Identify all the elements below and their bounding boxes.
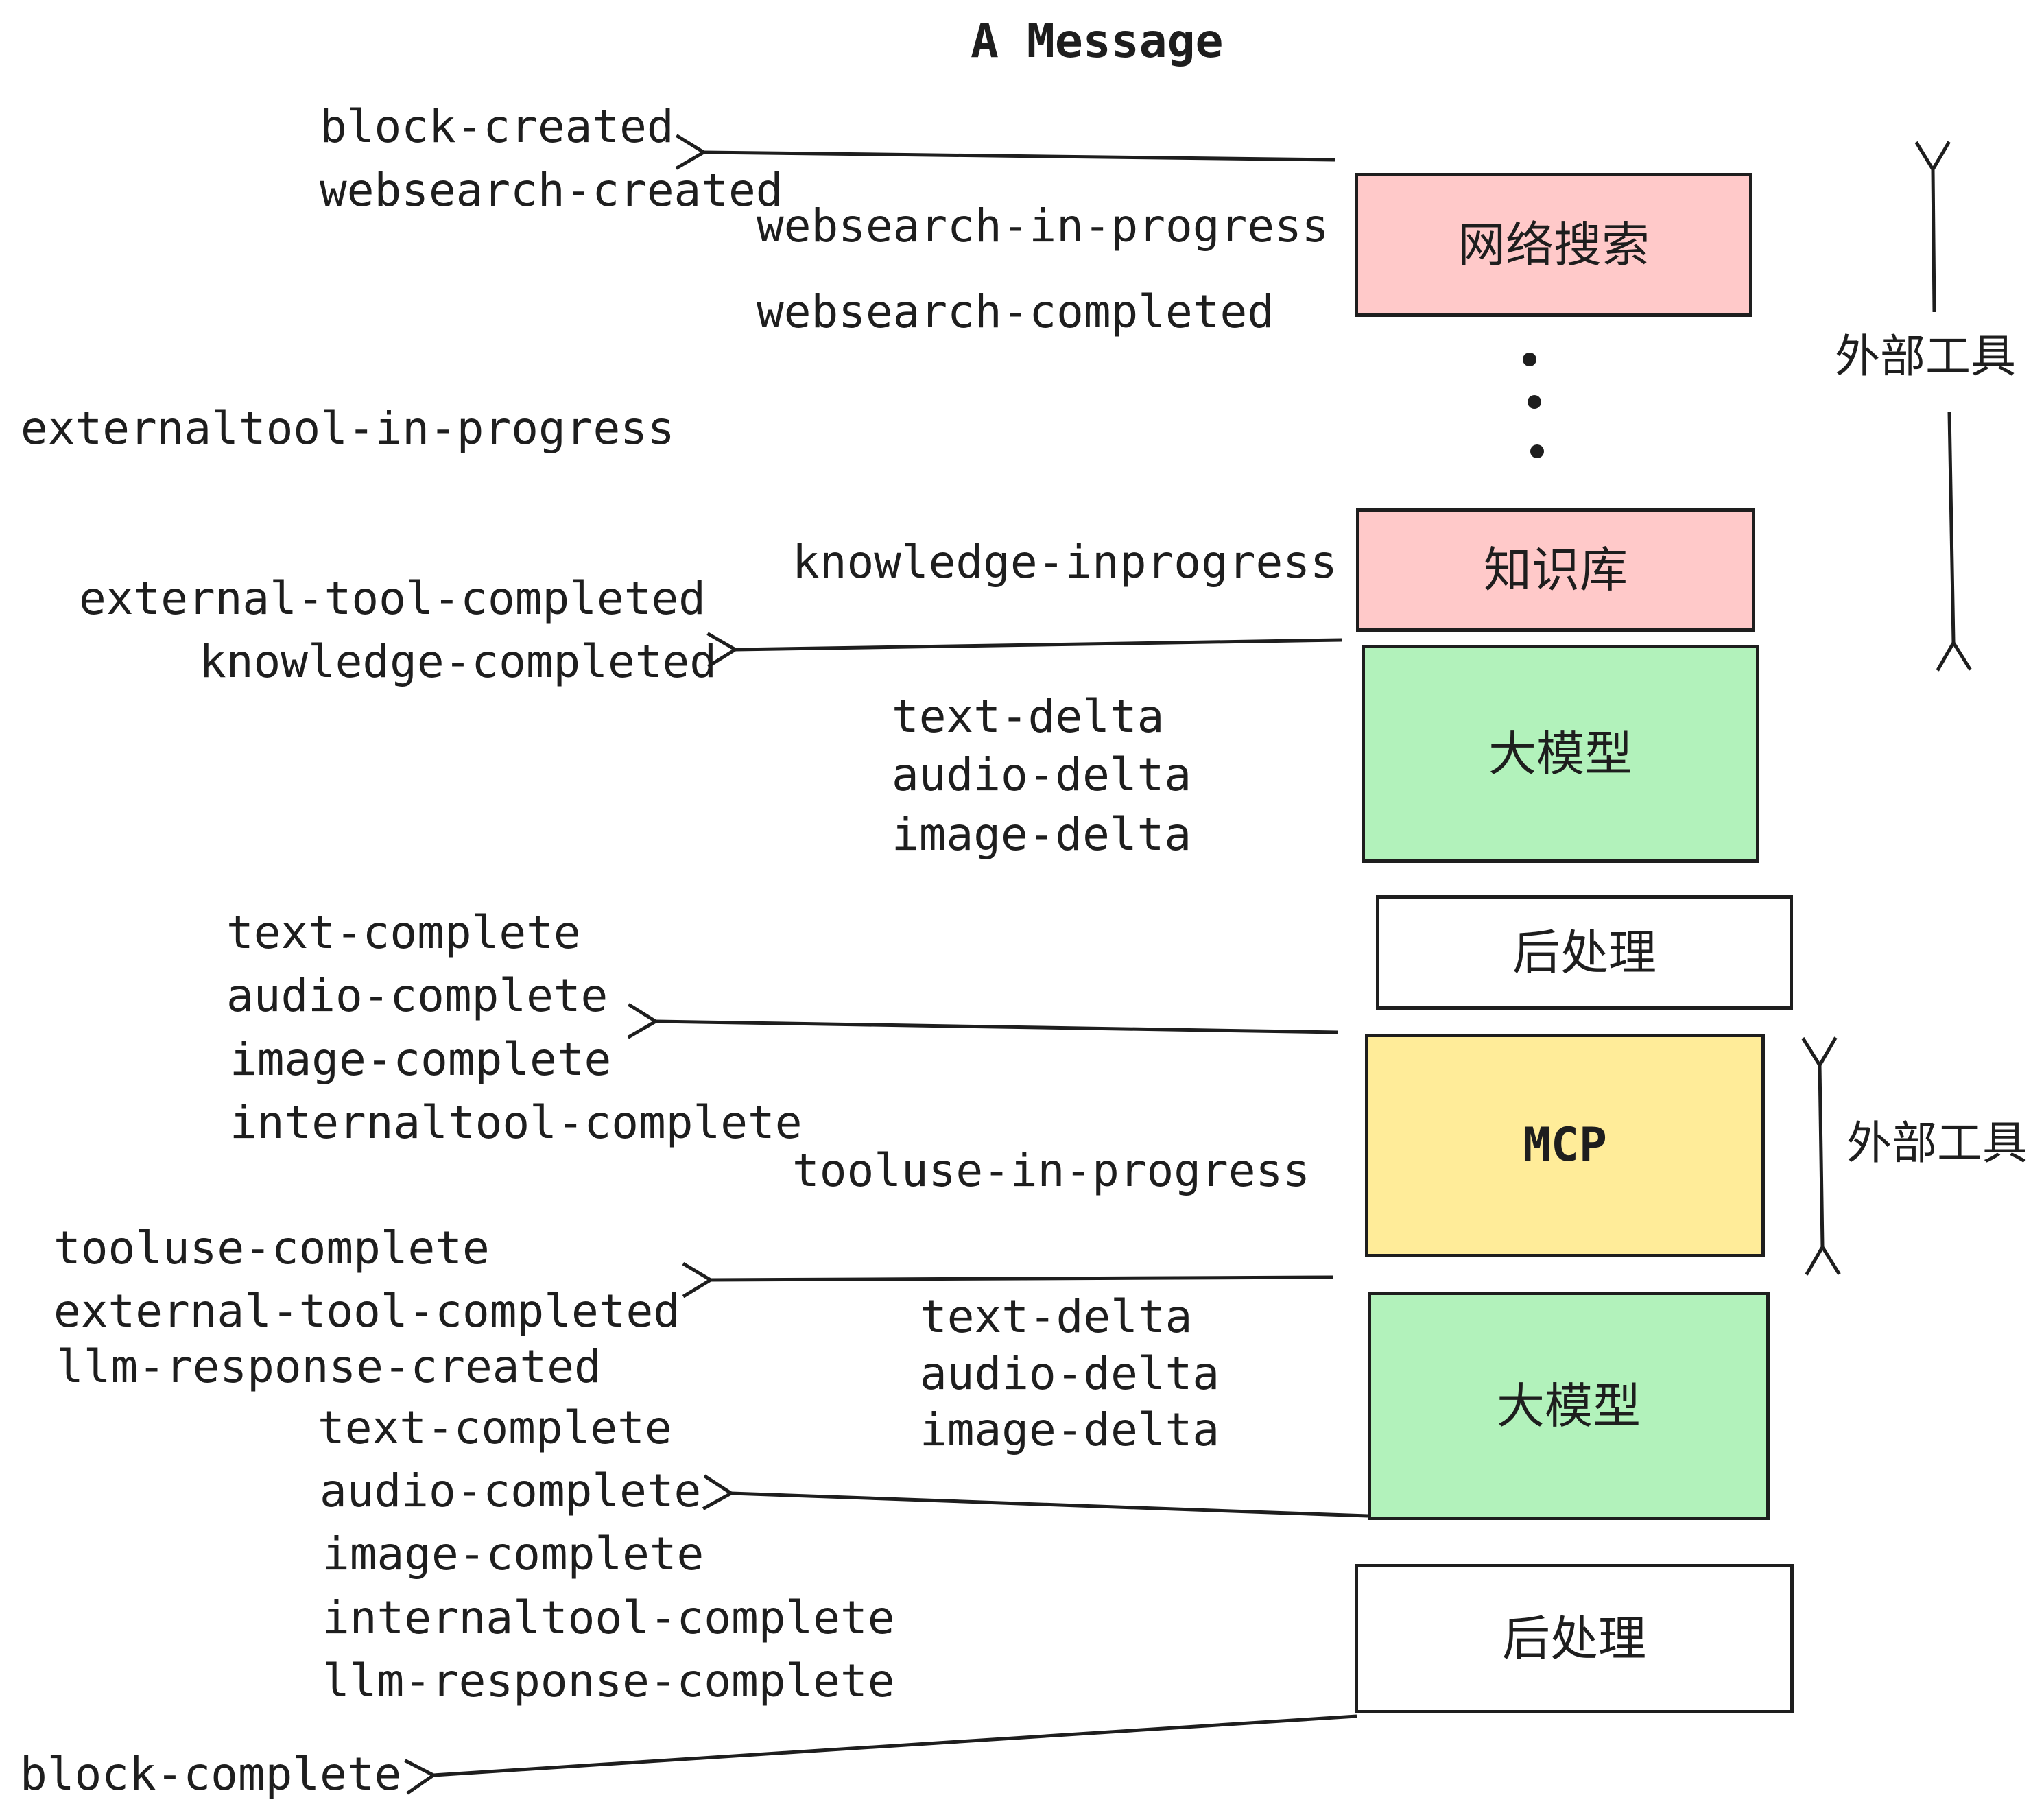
ellipsis-dot (1528, 395, 1541, 409)
event-label-external-tool-completed: external-tool-completed (79, 572, 706, 625)
event-label-audio-complete: audio-complete (320, 1464, 702, 1517)
arrow-websearch-to-block-created (675, 134, 1335, 170)
event-label-websearch-in-progress: websearch-in-progress (757, 200, 1329, 252)
box-websearch: 网络搜索 (1355, 173, 1752, 317)
box-llm-1-label: 大模型 (1488, 726, 1632, 782)
ellipsis-dot (1530, 444, 1544, 458)
event-label-image-delta: image-delta (892, 808, 1192, 861)
box-knowledge-label: 知识库 (1484, 542, 1628, 598)
arrow-post-to-image-complete (627, 1003, 1338, 1039)
external-tools-label-top: 外部工具 (1833, 330, 2017, 383)
event-label-tooluse-in-progress: tooluse-in-progress (792, 1144, 1310, 1197)
event-label-block-created: block-created (320, 100, 674, 153)
event-label-external-tool-completed: external-tool-completed (54, 1285, 680, 1338)
event-label-llm-response-created: llm-response-created (56, 1340, 602, 1393)
event-label-websearch-created: websearch-created (320, 164, 783, 217)
event-label-text-delta: text-delta (920, 1290, 1193, 1343)
box-llm-2: 大模型 (1368, 1292, 1770, 1520)
box-postprocess-1-label: 后处理 (1512, 924, 1656, 981)
arrow-knowledge-to-knowledge-completed (706, 632, 1342, 668)
arrow-llm-to-audio-complete (702, 1474, 1368, 1518)
ellipsis-dot (1523, 353, 1536, 366)
box-postprocess-2: 后处理 (1355, 1564, 1794, 1713)
event-label-text-delta: text-delta (892, 690, 1165, 743)
event-label-llm-response-complete: llm-response-complete (322, 1654, 895, 1707)
event-label-image-delta: image-delta (920, 1403, 1220, 1456)
event-label-block-complete: block-complete (20, 1748, 402, 1801)
event-label-knowledge-inprogress: knowledge-inprogress (792, 536, 1338, 589)
box-llm-1: 大模型 (1362, 645, 1759, 863)
arrow-post-to-block-complete (404, 1714, 1357, 1795)
arrow-mcp-to-tooluse-complete (682, 1262, 1334, 1298)
box-postprocess-2-label: 后处理 (1502, 1611, 1646, 1667)
event-label-audio-complete: audio-complete (226, 969, 608, 1022)
diagram-title: A Message (971, 14, 1224, 69)
event-label-text-complete: text-complete (318, 1401, 672, 1454)
external-tools-label-mcp: 外部工具 (1845, 1117, 2029, 1170)
event-label-audio-delta: audio-delta (920, 1347, 1220, 1400)
event-label-text-complete: text-complete (226, 906, 581, 959)
box-postprocess-1: 后处理 (1376, 895, 1793, 1010)
event-label-externaltool-in-progress: externaltool-in-progress (21, 402, 675, 455)
mcp-external-tools-double-arrow (1801, 1036, 1841, 1276)
event-label-image-complete: image-complete (230, 1033, 612, 1086)
external-tools-span-arrow-down (1936, 412, 1972, 672)
box-knowledge: 知识库 (1356, 508, 1755, 632)
event-label-audio-delta: audio-delta (892, 748, 1192, 801)
box-mcp: MCP (1365, 1034, 1765, 1257)
box-mcp-label: MCP (1523, 1118, 1607, 1172)
event-label-image-complete: image-complete (322, 1528, 704, 1580)
box-websearch-label: 网络搜索 (1458, 217, 1650, 273)
event-label-knowledge-completed: knowledge-completed (199, 635, 717, 688)
external-tools-span-arrow-up (1914, 141, 1951, 313)
event-label-tooluse-complete: tooluse-complete (54, 1222, 490, 1274)
event-label-internaltool-complete: internaltool-complete (322, 1591, 895, 1644)
event-label-websearch-completed: websearch-completed (757, 285, 1274, 338)
event-label-internaltool-complete: internaltool-complete (230, 1096, 803, 1149)
box-llm-2-label: 大模型 (1497, 1377, 1641, 1434)
